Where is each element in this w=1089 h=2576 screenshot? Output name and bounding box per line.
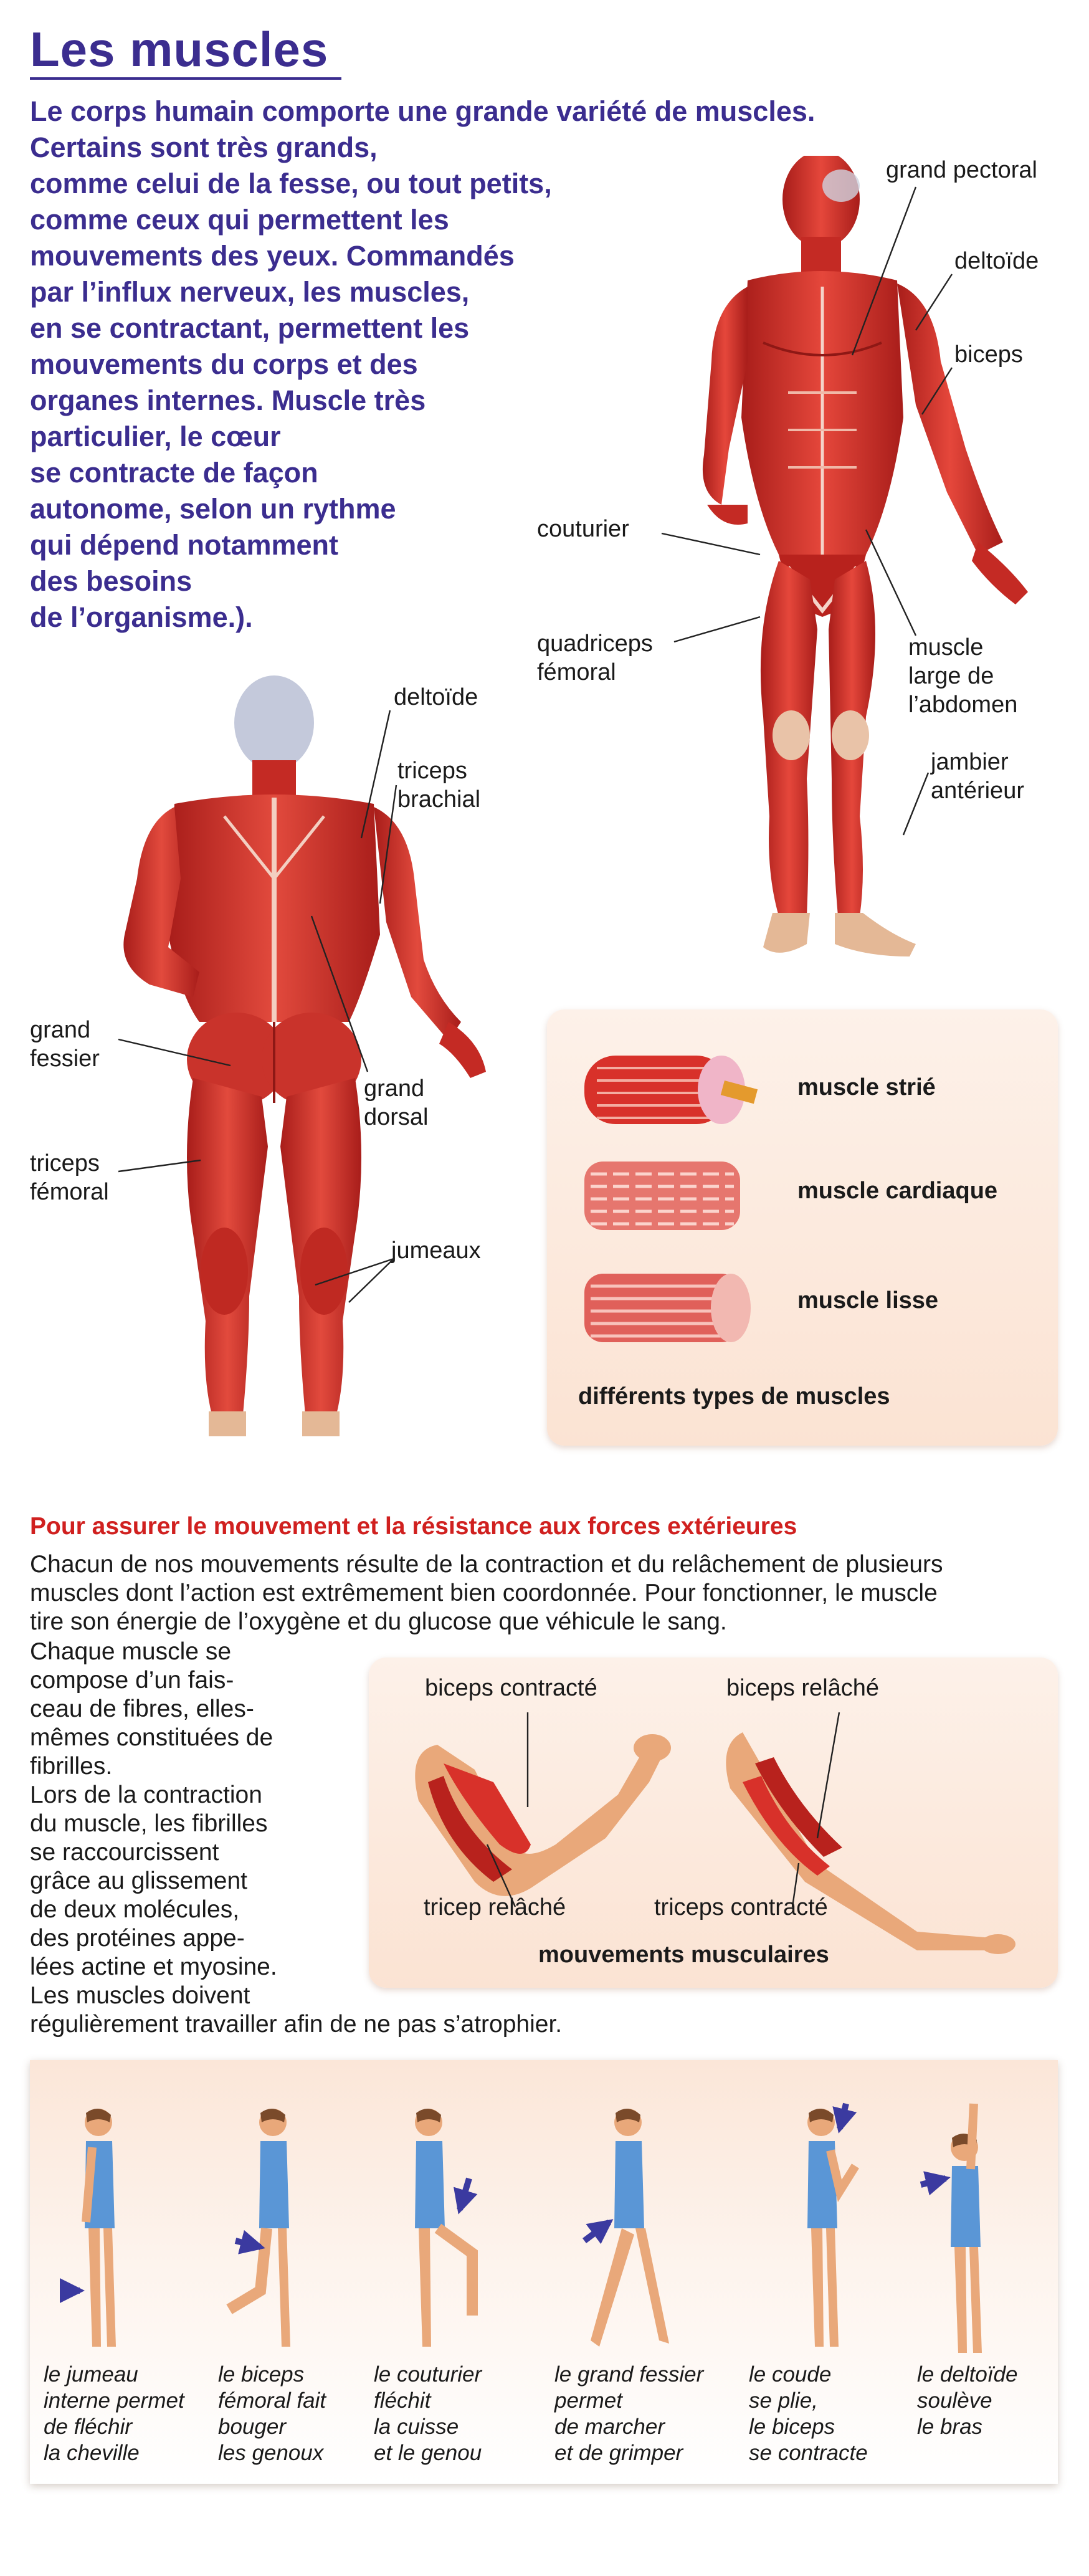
back-body-illustration bbox=[123, 675, 486, 1436]
intro-line: autonome, selon un rythme bbox=[30, 493, 396, 525]
back-anatomy-figure bbox=[100, 673, 511, 1446]
intro-line: se contracte de façon bbox=[30, 457, 318, 489]
section-side-text: Chaque muscle se compose d’un fais- ceau… bbox=[30, 1638, 277, 2009]
leader-deltoide-front bbox=[915, 274, 953, 331]
leader-grand-fessier bbox=[118, 1038, 231, 1067]
label-grand-dorsal: grand dorsal bbox=[364, 1076, 429, 1130]
pose-4-figure bbox=[583, 2109, 669, 2347]
arm-drawings bbox=[415, 1712, 1015, 1954]
pose-caption-1: le jumeau interne permet de fléchir la c… bbox=[44, 2362, 184, 2465]
pose-caption-4: le grand fessier permet de marcher et de… bbox=[554, 2362, 704, 2465]
intro-line: qui dépend notamment bbox=[30, 529, 338, 561]
intro-line: comme ceux qui permettent les bbox=[30, 204, 449, 236]
pose-1-figure bbox=[60, 2109, 116, 2347]
label-jumeaux: jumeaux bbox=[391, 1238, 481, 1264]
label-biceps: biceps bbox=[954, 341, 1023, 368]
intro-line: organes internes. Muscle très bbox=[30, 384, 426, 416]
leader-deltoide-back bbox=[360, 710, 391, 839]
intro-line: Le corps humain comporte une grande vari… bbox=[30, 95, 816, 127]
leader-grand-dorsal bbox=[310, 915, 369, 1072]
intro-line: mouvements du corps et des bbox=[30, 348, 418, 380]
section-heading: Pour assurer le mouvement et la résistan… bbox=[30, 1513, 797, 1540]
type-label-cardiaque: muscle cardiaque bbox=[797, 1178, 998, 1204]
label-deltoide-front: deltoïde bbox=[954, 248, 1039, 274]
label-triceps-contracte: triceps contracté bbox=[654, 1894, 828, 1920]
label-triceps-brachial: triceps brachial bbox=[397, 758, 481, 813]
pose-caption-3: le couturier fléchit la cuisse et le gen… bbox=[374, 2362, 482, 2465]
intro-line: particulier, le cœur bbox=[30, 421, 281, 452]
label-triceps-femoral: triceps fémoral bbox=[30, 1150, 109, 1205]
label-muscle-large-abdomen: muscle large de l’abdomen bbox=[908, 634, 1018, 718]
label-deltoide-back: deltoïde bbox=[394, 684, 478, 710]
striated-muscle-drawing bbox=[584, 1056, 758, 1124]
leader-biceps bbox=[921, 367, 953, 415]
muscle-types-caption: différents types de muscles bbox=[578, 1383, 890, 1410]
label-tricep-relache: tricep relâché bbox=[424, 1894, 566, 1920]
leader-lines bbox=[118, 186, 953, 1303]
intro-line: par l’influx nerveux, les muscles, bbox=[30, 276, 470, 308]
smooth-muscle-drawing bbox=[584, 1274, 751, 1342]
leader-jambier bbox=[902, 772, 930, 836]
label-couturier: couturier bbox=[537, 516, 629, 542]
poses-illustrations bbox=[60, 2102, 982, 2353]
intro-paragraph: Le corps humain comporte une grande vari… bbox=[30, 93, 890, 636]
pose-caption-6: le deltoïde soulève le bras bbox=[917, 2362, 1018, 2439]
pose-2-figure bbox=[226, 2109, 290, 2347]
label-quadriceps: quadriceps fémoral bbox=[537, 631, 653, 685]
muscle-types-panel: muscle strié muscle cardiaque muscle lis… bbox=[547, 1009, 1058, 1446]
label-jambier-anterieur: jambier antérieur bbox=[931, 749, 1024, 804]
cardiac-muscle-drawing bbox=[584, 1162, 740, 1230]
title-underline bbox=[30, 77, 341, 80]
movements-panel: le jumeau interne permet de fléchir la c… bbox=[30, 2060, 1058, 2484]
extended-arm-drawing bbox=[726, 1732, 1015, 1954]
front-body-illustration bbox=[702, 156, 1028, 956]
leader-quadriceps bbox=[673, 616, 761, 643]
leader-tricep-relache bbox=[486, 1844, 516, 1907]
intro-line: en se contractant, permettent les bbox=[30, 312, 470, 344]
intro-line: mouvements des yeux. Commandés bbox=[30, 240, 515, 272]
pose-6-figure bbox=[920, 2103, 982, 2353]
leader-muscle-large bbox=[865, 529, 917, 636]
flexed-arm-drawing bbox=[415, 1734, 671, 1896]
label-grand-pectoral: grand pectoral bbox=[886, 157, 1037, 183]
pose-caption-2: le biceps fémoral fait bouger les genoux bbox=[218, 2362, 326, 2465]
pose-3-figure bbox=[415, 2109, 478, 2347]
label-grand-fessier: grand fessier bbox=[30, 1017, 100, 1072]
type-label-lisse: muscle lisse bbox=[797, 1287, 939, 1314]
muscle-fibre-drawings bbox=[584, 1056, 758, 1342]
arm-caption: mouvements musculaires bbox=[538, 1942, 829, 1968]
intro-line: des besoins bbox=[30, 565, 193, 597]
section-final-line: régulièrement travailler afin de ne pas … bbox=[30, 2011, 563, 2038]
leader-triceps-femoral bbox=[118, 1159, 201, 1173]
leader-triceps-contracte bbox=[791, 1863, 800, 1907]
intro-line: Certains sont très grands, bbox=[30, 131, 378, 163]
type-label-strie: muscle strié bbox=[797, 1074, 936, 1100]
pose-caption-5: le coude se plie, le biceps se contracte bbox=[749, 2362, 868, 2465]
front-anatomy-figure bbox=[654, 156, 1065, 978]
leader-triceps-brachial bbox=[379, 785, 397, 904]
page-title: Les muscles bbox=[30, 22, 329, 77]
intro-line: de l’organisme.). bbox=[30, 601, 253, 633]
intro-line: comme celui de la fesse, ou tout petits, bbox=[30, 168, 552, 199]
leader-grand-pectoral bbox=[851, 186, 917, 356]
leader-couturier bbox=[661, 532, 761, 556]
label-biceps-contracte: biceps contracté bbox=[425, 1675, 597, 1701]
pose-5-figure bbox=[807, 2102, 859, 2347]
arm-movement-panel: biceps contracté biceps relâché tricep r… bbox=[369, 1658, 1058, 1988]
section-paragraph: Chacun de nos mouvements résulte de la c… bbox=[30, 1551, 943, 1635]
leader-biceps-relache bbox=[816, 1712, 840, 1839]
label-biceps-relache: biceps relâché bbox=[726, 1675, 880, 1701]
leader-jumeaux bbox=[315, 1257, 394, 1303]
